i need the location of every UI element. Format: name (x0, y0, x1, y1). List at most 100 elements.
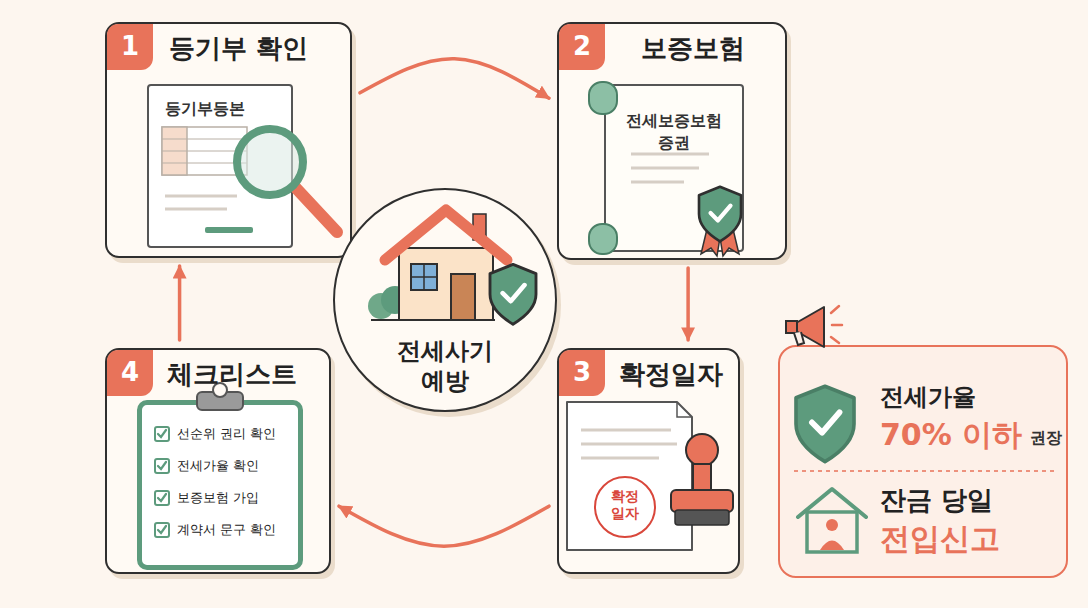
callout-icons-part (794, 470, 1054, 472)
stamp-illustration-part (671, 490, 733, 512)
clipboard-clip-part (213, 383, 227, 397)
house-illustration-part (411, 264, 437, 290)
certificate-seal-part (699, 187, 741, 242)
magnifier-illustration-part (295, 187, 337, 232)
house-illustration-part (368, 293, 394, 319)
house-illustration-part (411, 276, 437, 278)
stamp-illustration-part (677, 402, 692, 417)
callout-icons-part (812, 412, 840, 432)
certificate-seal-part (589, 224, 617, 254)
flow-arrow (339, 506, 549, 546)
checkbox-icon (154, 522, 170, 538)
node-label: 체크리스트 (167, 359, 297, 390)
checkbox-frame (155, 491, 169, 505)
house-illustration-part (473, 214, 486, 240)
checkbox-icon (154, 490, 170, 506)
checkbox-tick (158, 462, 166, 469)
checklist-item: 전세가율 확인 (154, 457, 259, 475)
checkbox-tick (158, 430, 166, 437)
callout-icons-part (807, 512, 857, 552)
document-paper: 등기부등본 (147, 84, 293, 248)
magnifier-illustration-part (162, 151, 247, 152)
certificate-scroll: 전세보증보험 증권 (604, 84, 744, 252)
node-label: 등기부등본 (165, 99, 245, 118)
checklist-text: 계약서 문구 확인 (177, 521, 276, 539)
node-label: 전세보증보험 증권 (616, 110, 732, 153)
callout-icons-part (796, 386, 854, 461)
magnifier-illustration-part (162, 139, 247, 140)
stamp-illustration-part (581, 443, 677, 446)
stamp-imprint: 확정 일자 (594, 476, 656, 538)
node-label: 전세가율 (880, 383, 976, 412)
callout-icons-part (796, 307, 824, 347)
step-box: 확정 일자 3 확정일자 (557, 348, 740, 574)
house-illustration-part (490, 264, 536, 324)
certificate-seal-part (701, 229, 721, 256)
magnifier-illustration-part (165, 208, 227, 211)
checklist-item: 계약서 문구 확인 (154, 521, 276, 539)
certificate-seal-part (631, 181, 684, 184)
step-box: 전세보증보험 증권 2 보증보험 (557, 22, 787, 260)
checklist-text: 보증보험 가입 (177, 489, 259, 507)
stamp-illustration-part (675, 510, 729, 525)
checklist-item: 보증보험 가입 (154, 489, 259, 507)
magnifier-illustration-part (162, 127, 247, 175)
step-number: 2 (559, 24, 605, 70)
flow-arrow (360, 59, 549, 98)
step-number: 1 (107, 24, 153, 70)
node-label: 확정일자 (619, 359, 723, 390)
node-label: 전세사기 예방 (382, 336, 508, 396)
house-illustration-part (503, 285, 525, 301)
stamp-illustration-part (567, 402, 692, 550)
checklist-text: 선순위 권리 확인 (177, 425, 276, 443)
certificate-seal-part (631, 167, 699, 170)
callout-icons-part (820, 541, 844, 551)
node-label: 잔금 당일 (880, 485, 993, 516)
stamp-illustration-part (693, 464, 711, 491)
callout-icons-part (798, 489, 866, 517)
house-illustration-part (451, 274, 475, 320)
callout-icons-part (831, 337, 839, 343)
checklist-clipboard: 선순위 권리 확인전세가율 확인보증보험 가입계약서 문구 확인 (137, 400, 303, 570)
checkbox-frame (155, 427, 169, 441)
checkbox-frame (155, 459, 169, 473)
house-illustration-part (423, 264, 425, 290)
magnifier-illustration-part (162, 163, 247, 164)
checkbox-tick (158, 494, 166, 501)
callout-icons-part (796, 386, 854, 461)
stamp-illustration-part (686, 434, 718, 466)
flow-arrow (686, 268, 690, 340)
node-label: 보증보험 (641, 33, 745, 64)
magnifier-illustration-part (237, 129, 303, 195)
step-box: 선순위 권리 확인전세가율 확인보증보험 가입계약서 문구 확인4체크리스트 (105, 348, 331, 574)
flow-arrow (178, 266, 182, 340)
checklist-item: 선순위 권리 확인 (154, 425, 276, 443)
house-illustration-part (385, 210, 507, 260)
step-number: 3 (559, 350, 605, 396)
node-label: 전입신고 (880, 521, 1000, 557)
stamp-illustration-part (581, 429, 671, 432)
callout-icons-part (831, 306, 839, 313)
node-label: 확정 일자 (609, 488, 641, 522)
clipboard-clip-part (197, 392, 243, 410)
checkbox-frame (155, 523, 169, 537)
step-box: 등기부등본 1 등기부 확인 (105, 22, 352, 258)
certificate-seal-part (719, 229, 739, 256)
magnifier-illustration-part (162, 127, 187, 175)
house-illustration-part (381, 286, 409, 314)
node-label: 권장 (1030, 428, 1062, 448)
certificate-seal-part (631, 153, 709, 156)
certificate-seal-part (711, 206, 731, 221)
certificate-seal-part (589, 82, 617, 114)
house-illustration-part (490, 264, 536, 324)
center-circle: 전세사기 예방 (333, 188, 557, 412)
checklist-text: 전세가율 확인 (177, 457, 259, 475)
callout-icons-part (826, 519, 838, 531)
tip-callout: 전세가율70% 이하권장잔금 당일전입신고 (778, 345, 1068, 578)
house-illustration-part (399, 248, 493, 320)
stamp-illustration-part (581, 457, 659, 460)
certificate-seal-part (699, 187, 741, 242)
callout-icons-part (794, 332, 804, 345)
checkbox-tick (158, 526, 166, 533)
node-label: 등기부 확인 (169, 33, 308, 64)
